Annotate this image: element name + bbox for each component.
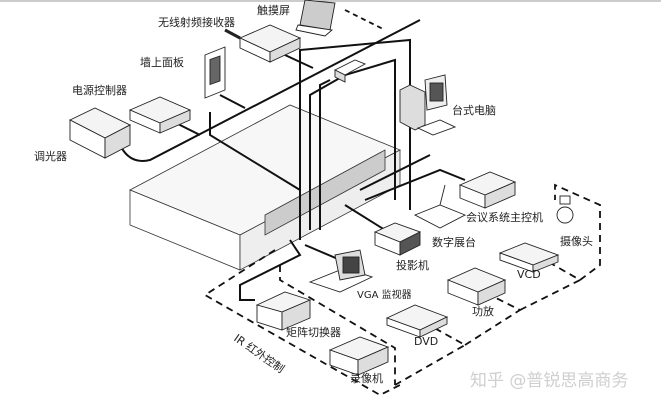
label-desktop-pc: 台式电脑	[452, 104, 496, 117]
wall-panel-device	[204, 46, 226, 99]
label-wall-panel: 墙上面板	[140, 56, 184, 69]
desktop-pc-device	[399, 74, 457, 136]
central-controller	[129, 104, 401, 271]
label-vcr: 录像机	[350, 372, 383, 385]
matrix-switcher-device	[255, 291, 312, 331]
touch-screen-device	[295, 0, 336, 37]
watermark: 知乎 @普锐思高商务	[470, 371, 629, 391]
amplifier-device	[446, 267, 507, 306]
power-controller-device	[128, 96, 192, 134]
camera-device	[556, 195, 574, 224]
label-amplifier: 功放	[472, 305, 494, 318]
label-dvd: DVD	[414, 335, 439, 348]
conference-host-device	[458, 171, 517, 209]
label-rf-receiver: 无线射频接收器	[158, 16, 235, 29]
label-touch-screen: 触摸屏	[257, 4, 290, 17]
document-camera-device	[413, 184, 467, 229]
hub-device	[333, 59, 367, 83]
label-document-camera: 数字展台	[432, 236, 476, 249]
label-vcd: VCD	[517, 268, 541, 281]
vga-monitor-device	[308, 249, 374, 293]
vcd-device	[498, 242, 560, 273]
label-matrix-switcher: 矩阵切换器	[286, 326, 341, 339]
dimmer-device	[68, 107, 132, 159]
label-camera: 摄像头	[560, 235, 593, 248]
projector-device	[373, 222, 422, 256]
rf-receiver-device	[224, 24, 302, 63]
label-dimmer: 调光器	[34, 150, 67, 163]
label-vga-monitor: VGA 监视器	[357, 290, 412, 301]
dvd-device	[385, 304, 449, 338]
label-power-controller: 电源控制器	[72, 84, 127, 97]
label-conference-host: 会议系统主控机	[466, 211, 543, 224]
vcr-device	[328, 336, 390, 376]
label-projector: 投影机	[396, 259, 429, 272]
